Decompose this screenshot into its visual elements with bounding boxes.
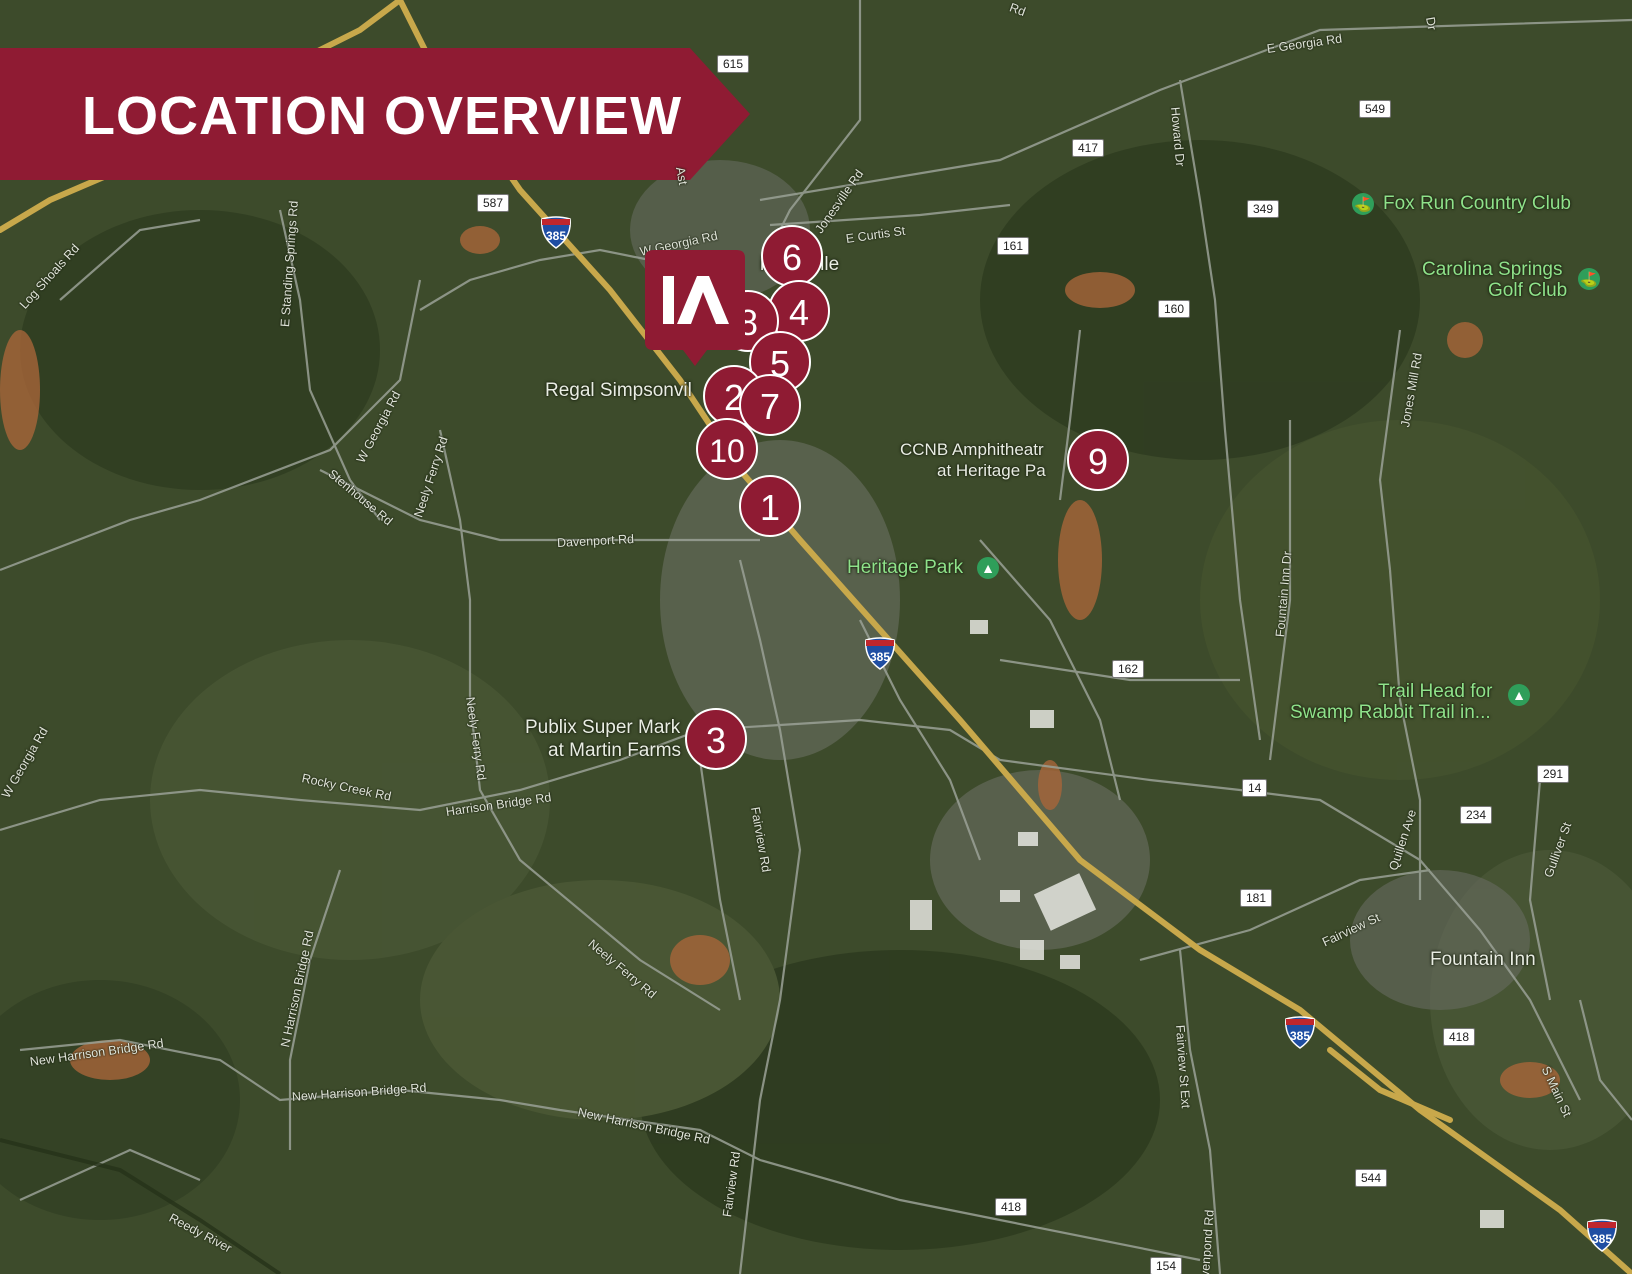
route-shield: 549	[1359, 100, 1392, 118]
svg-text:385: 385	[870, 650, 890, 664]
route-shield: 615	[717, 55, 750, 73]
route-shield: 544	[1355, 1169, 1388, 1187]
svg-text:385: 385	[1290, 1029, 1310, 1043]
map-marker-1[interactable]: 1	[739, 475, 801, 537]
place-label-regal-simpsonville[interactable]: Regal Simpsonvil	[545, 380, 692, 401]
svg-text:385: 385	[546, 229, 566, 243]
route-shield: 160	[1158, 300, 1191, 318]
route-shield: 162	[1112, 660, 1145, 678]
route-shield: 181	[1240, 889, 1273, 907]
interstate-shield-icon: 385	[865, 637, 895, 670]
route-shield: 291	[1537, 765, 1570, 783]
map-marker-9[interactable]: 9	[1067, 429, 1129, 491]
place-label-publix[interactable]: Publix Super Mark	[525, 717, 681, 738]
route-shield: 349	[1247, 200, 1280, 218]
banner-shape	[0, 48, 750, 180]
map-marker-10[interactable]: 10	[696, 418, 758, 480]
place-label-golf-club[interactable]: Golf Club	[1488, 280, 1568, 301]
map-marker-6[interactable]: 6	[761, 225, 823, 287]
interstate-shield-icon: 385	[1587, 1219, 1617, 1252]
map-marker-7[interactable]: 7	[739, 374, 801, 436]
place-label-fox-run-country-club[interactable]: Fox Run Country Club	[1383, 193, 1571, 214]
place-label-carolina-springs[interactable]: Carolina Springs	[1422, 259, 1563, 280]
place-label-heritage-park[interactable]: Heritage Park	[847, 557, 964, 578]
route-shield: 154	[1150, 1257, 1183, 1274]
page-title: LOCATION OVERVIEW	[82, 86, 683, 146]
place-label-trail-head[interactable]: Trail Head for	[1378, 681, 1493, 702]
road-label: Dr	[1423, 15, 1440, 32]
route-shield: 418	[995, 1198, 1028, 1216]
place-label-ccnb-amphitheatre[interactable]: CCNB Amphitheatr	[900, 440, 1044, 459]
park-icon: ▲	[1508, 684, 1530, 706]
svg-text:385: 385	[1592, 1232, 1612, 1246]
road-label: Ast	[673, 165, 691, 187]
route-shield: 418	[1443, 1028, 1476, 1046]
map-marker-3[interactable]: 3	[685, 708, 747, 770]
interstate-shield-icon: 385	[1285, 1016, 1315, 1049]
route-shield: 234	[1460, 806, 1493, 824]
brand-logo-pin-icon[interactable]	[645, 250, 745, 366]
interstate-shield-icon: 385	[541, 216, 571, 249]
place-label-publix-line2[interactable]: at Martin Farms	[548, 740, 682, 761]
golf-icon: ⛳	[1352, 193, 1374, 215]
route-shield: 417	[1072, 139, 1105, 157]
park-icon: ▲	[977, 557, 999, 579]
route-shield: 161	[997, 237, 1030, 255]
route-shield: 14	[1242, 779, 1268, 797]
place-label-swamp-rabbit-trail[interactable]: Swamp Rabbit Trail in...	[1290, 702, 1491, 723]
place-label-fountain-inn[interactable]: Fountain Inn	[1430, 949, 1536, 970]
place-label-ccnb-amphitheatre-line2[interactable]: at Heritage Pa	[937, 461, 1046, 480]
route-shield: 587	[477, 194, 510, 212]
golf-icon: ⛳	[1578, 268, 1600, 290]
